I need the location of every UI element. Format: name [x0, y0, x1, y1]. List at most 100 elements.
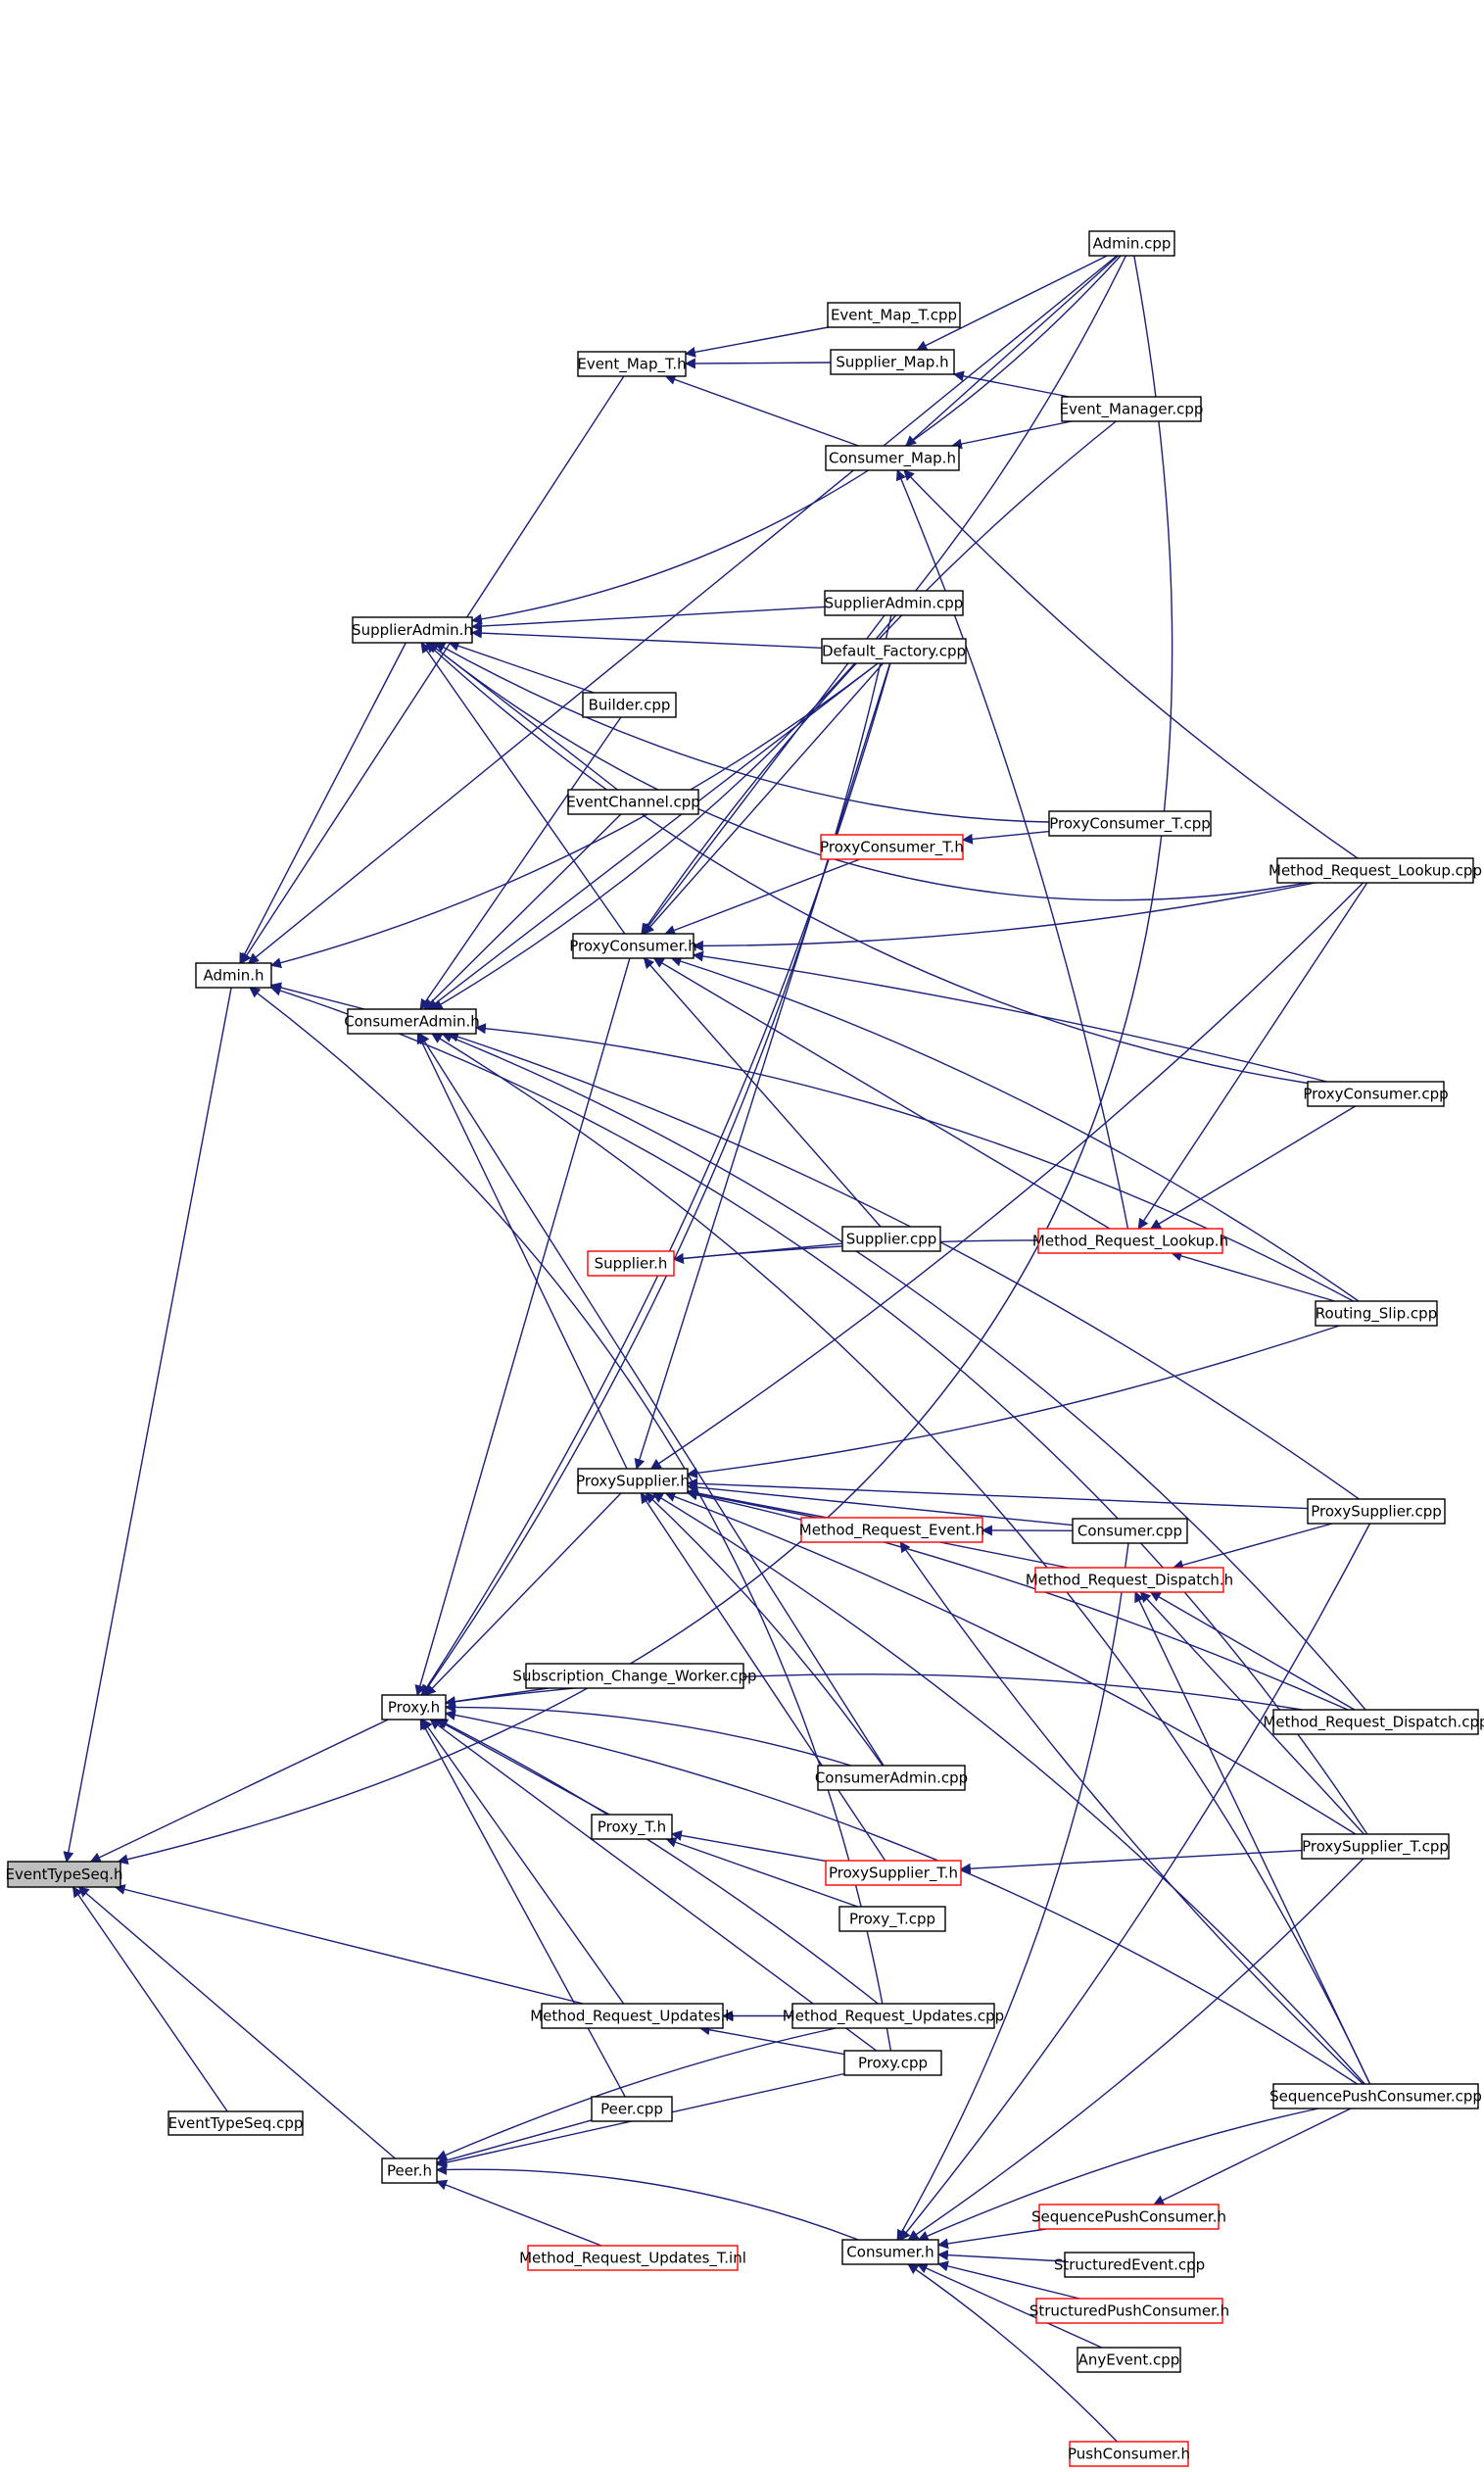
node-method-request-updates-cpp[interactable]: Method_Request_Updates.cpp: [783, 2003, 1004, 2029]
node-box: [1301, 1833, 1450, 1860]
node-label: SequencePushConsumer.cpp: [1269, 2088, 1482, 2106]
node-supplieradmin-cpp[interactable]: SupplierAdmin.cpp: [824, 590, 964, 616]
node-routing-slip-cpp[interactable]: Routing_Slip.cpp: [1315, 1300, 1438, 1327]
edge-sequencepushconsumer_cpp-to-method_request_event_h: [899, 1541, 1364, 2085]
node-consumeradmin-cpp[interactable]: ConsumerAdmin.cpp: [815, 1765, 968, 1791]
node-label: Supplier.cpp: [846, 1231, 936, 1248]
node-peer-h[interactable]: Peer.h: [381, 2157, 438, 2184]
edge-proxyconsumer_t_cpp-to-supplieradmin_h: [434, 642, 1050, 823]
edge-proxy_cpp-to-proxy_h: [429, 1719, 878, 2052]
node-admin-cpp[interactable]: Admin.cpp: [1088, 230, 1175, 257]
edge-proxy_cpp-to-admin_h: [249, 987, 892, 2052]
node-proxyconsumer-t-h[interactable]: ProxyConsumer_T.h: [820, 834, 964, 860]
node-box: [1037, 1228, 1223, 1254]
node-box: [1035, 2298, 1223, 2324]
node-subscription-change-worker-cpp[interactable]: Subscription_Change_Worker.cpp: [512, 1663, 757, 1689]
node-label: EventTypeSeq.h: [6, 1866, 123, 1883]
edge-default_factory_cpp-to-proxysupplier_h: [634, 662, 891, 1471]
node-box: [195, 962, 272, 989]
node-box: [791, 2003, 995, 2029]
node-method-request-updates-t-inl[interactable]: Method_Request_Updates_T.inl: [519, 2245, 746, 2271]
node-label: SequencePushConsumer.h: [1031, 2208, 1226, 2226]
node-default-factory-cpp[interactable]: Default_Factory.cpp: [821, 638, 967, 664]
node-event-map-t-h[interactable]: Event_Map_T.h: [577, 351, 687, 377]
node-box: [825, 445, 960, 471]
node-proxyconsumer-h[interactable]: ProxyConsumer.h: [569, 933, 697, 959]
edge-proxy_t_cpp-to-proxy_t_h: [665, 1837, 858, 1908]
node-event-manager-cpp[interactable]: Event_Manager.cpp: [1060, 396, 1204, 422]
node-label: Method_Request_Updates.h: [530, 2008, 735, 2026]
node-consumer-h[interactable]: Consumer.h: [841, 2239, 939, 2265]
node-consumer-map-h[interactable]: Consumer_Map.h: [825, 445, 960, 471]
node-method-request-event-h[interactable]: Method_Request_Event.h: [799, 1517, 984, 1543]
edge-consumeradmin_cpp-to-consumeradmin_h: [418, 1033, 885, 1767]
node-box: [825, 1860, 962, 1886]
edge-proxysupplier_t_cpp-to-proxysupplier_h: [664, 1491, 1357, 1835]
node-proxysupplier-t-h[interactable]: ProxySupplier_T.h: [825, 1860, 962, 1886]
edge-peer_cpp-to-proxy_h: [419, 1719, 626, 2098]
node-box: [577, 351, 687, 377]
node-method-request-dispatch-h[interactable]: Method_Request_Dispatch.h: [1026, 1567, 1233, 1593]
node-proxysupplier-h[interactable]: ProxySupplier.h: [576, 1468, 690, 1494]
node-label: ProxySupplier.h: [576, 1473, 690, 1490]
edge-sequencepushconsumer_h-to-consumer_h: [936, 2228, 1047, 2250]
node-box: [820, 834, 964, 860]
node-label: ProxyConsumer.cpp: [1303, 1086, 1448, 1103]
node-structuredpushconsumer-h[interactable]: StructuredPushConsumer.h: [1029, 2298, 1229, 2324]
node-label: Event_Manager.cpp: [1060, 401, 1204, 419]
node-method-request-lookup-cpp[interactable]: Method_Request_Lookup.cpp: [1269, 857, 1482, 884]
edge-admin_cpp-to-supplieradmin_h: [470, 255, 1122, 625]
node-consumeradmin-h[interactable]: ConsumerAdmin.h: [344, 1008, 480, 1035]
node-box: [824, 590, 964, 616]
node-proxy-h[interactable]: Proxy.h: [381, 1694, 447, 1721]
node-proxy-cpp[interactable]: Proxy.cpp: [843, 2050, 942, 2076]
node-proxyconsumer-t-cpp[interactable]: ProxyConsumer_T.cpp: [1048, 810, 1212, 837]
node-structuredevent-cpp[interactable]: StructuredEvent.cpp: [1054, 2252, 1205, 2278]
edge-builder_cpp-to-consumeradmin_h: [419, 716, 622, 1010]
node-proxysupplier-t-cpp[interactable]: ProxySupplier_T.cpp: [1301, 1833, 1450, 1860]
node-label: Event_Map_T.h: [577, 356, 686, 374]
node-anyevent-cpp[interactable]: AnyEvent.cpp: [1077, 2347, 1181, 2373]
edge-supplieradmin_h-to-admin_h: [239, 642, 407, 964]
node-proxysupplier-cpp[interactable]: ProxySupplier.cpp: [1307, 1498, 1446, 1525]
node-consumer-cpp[interactable]: Consumer.cpp: [1072, 1518, 1188, 1544]
node-supplier-map-h[interactable]: Supplier_Map.h: [830, 349, 955, 375]
node-peer-cpp[interactable]: Peer.cpp: [591, 2096, 673, 2122]
node-supplier-h[interactable]: Supplier.h: [587, 1250, 675, 1277]
node-builder-cpp[interactable]: Builder.cpp: [582, 692, 677, 718]
node-box: [817, 1765, 966, 1791]
node-label: Event_Map_T.cpp: [831, 307, 957, 325]
node-label: ProxyConsumer_T.h: [820, 839, 964, 857]
node-label: EventTypeSeq.cpp: [168, 2114, 304, 2132]
node-box: [525, 1663, 744, 1689]
node-event-map-t-cpp[interactable]: Event_Map_T.cpp: [827, 302, 961, 328]
edge-supplier_map_h-to-event_map_t_h: [684, 358, 832, 369]
node-admin-h[interactable]: Admin.h: [195, 962, 272, 989]
node-label: ProxySupplier.cpp: [1311, 1503, 1442, 1521]
node-eventtypeseq-cpp[interactable]: EventTypeSeq.cpp: [168, 2110, 304, 2136]
node-proxy-t-cpp[interactable]: Proxy_T.cpp: [838, 1906, 946, 1932]
edge-peer_h-to-eventtypeseq_h: [77, 1886, 396, 2159]
node-supplieradmin-h[interactable]: SupplierAdmin.h: [352, 616, 473, 644]
node-sequencepushconsumer-h[interactable]: SequencePushConsumer.h: [1031, 2204, 1226, 2230]
node-label: ProxyConsumer_T.cpp: [1049, 815, 1211, 834]
node-label: Method_Request_Lookup.h: [1032, 1233, 1228, 1251]
node-label: Method_Request_Event.h: [799, 1522, 984, 1540]
edge-proxyconsumer_cpp-to-method_request_lookup_h: [1149, 1105, 1356, 1230]
node-eventchannel-cpp[interactable]: EventChannel.cpp: [566, 789, 700, 815]
node-box: [1038, 2204, 1220, 2230]
node-sequencepushconsumer-cpp[interactable]: SequencePushConsumer.cpp: [1269, 2083, 1482, 2109]
node-box: [352, 616, 473, 644]
node-supplier-cpp[interactable]: Supplier.cpp: [841, 1226, 941, 1252]
node-method-request-dispatch-cpp[interactable]: Method_Request_Dispatch.cpp: [1263, 1709, 1484, 1735]
node-proxyconsumer-cpp[interactable]: ProxyConsumer.cpp: [1303, 1081, 1449, 1107]
edge-proxyconsumer_h-to-proxy_h: [414, 957, 631, 1697]
edge-supplieradmin_cpp-to-proxyconsumer_h: [642, 614, 886, 935]
node-method-request-lookup-h[interactable]: Method_Request_Lookup.h: [1032, 1228, 1228, 1254]
node-layer: EventTypeSeq.hEventTypeSeq.cppAdmin.hPro…: [6, 230, 1484, 2467]
node-proxy-t-h[interactable]: Proxy_T.h: [591, 1814, 673, 1840]
node-pushconsumer-h[interactable]: PushConsumer.h: [1068, 2441, 1190, 2467]
node-method-request-updates-h[interactable]: Method_Request_Updates.h: [530, 2003, 735, 2029]
node-box: [527, 2245, 739, 2271]
node-box: [168, 2110, 304, 2136]
